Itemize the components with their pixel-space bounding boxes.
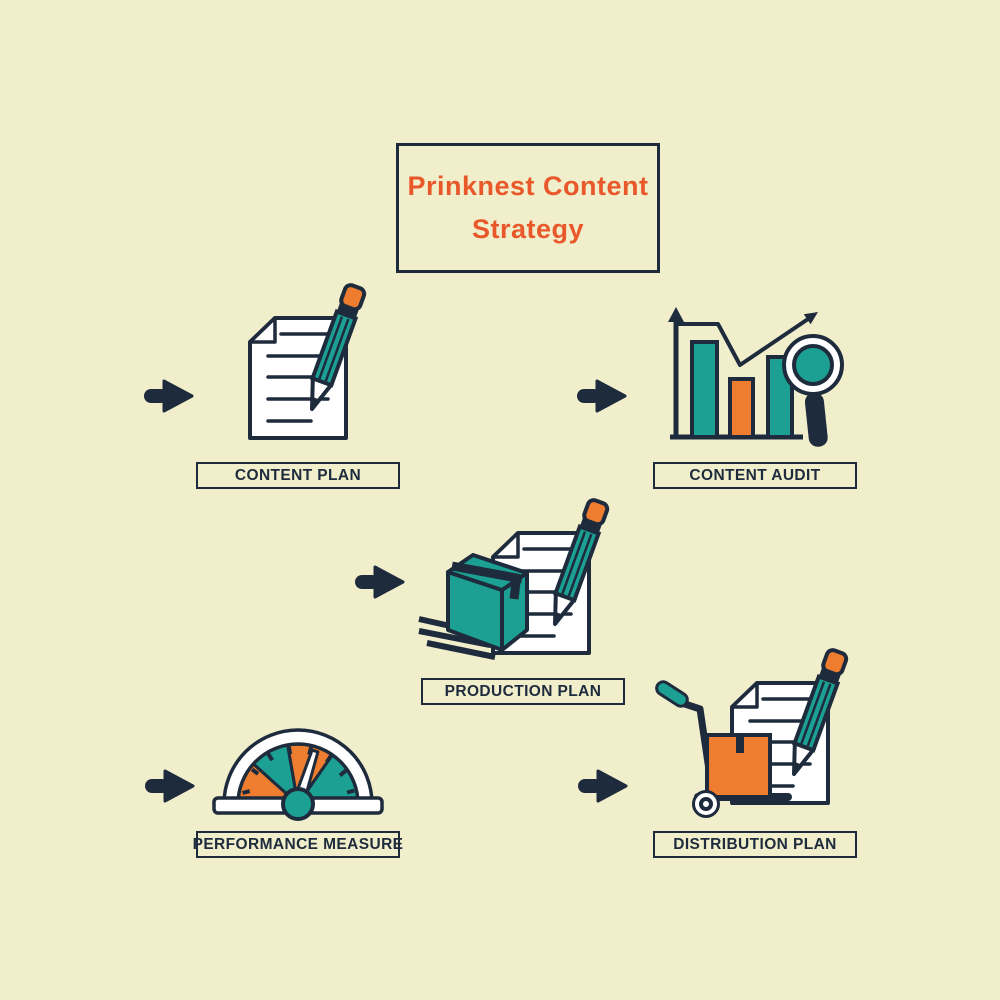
title-line-2: Strategy [471, 214, 585, 244]
arrow-right-icon [577, 379, 627, 413]
step-label-content-audit: CONTENT AUDIT [653, 462, 857, 489]
step-label-performance-measure: PERFORMANCE MEASURE [193, 831, 403, 858]
step-label-production-plan: PRODUCTION PLAN [421, 678, 625, 705]
speedometer-gauge-icon [212, 728, 384, 821]
step-label-text: CONTENT AUDIT [689, 466, 821, 484]
arrow-right-icon [144, 379, 194, 413]
hand-truck-box-document-icon [655, 648, 849, 818]
title-line-1: Prinknest Content [407, 171, 649, 201]
step-label-distribution-plan: DISTRIBUTION PLAN [653, 831, 857, 858]
step-label-text: CONTENT PLAN [234, 466, 362, 484]
arrow-right-icon [145, 769, 195, 803]
step-label-text: PRODUCTION PLAN [444, 682, 602, 700]
arrow-right-icon [578, 769, 628, 803]
step-label-content-plan: CONTENT PLAN [196, 462, 400, 489]
step-label-text: DISTRIBUTION PLAN [673, 835, 837, 853]
document-pencil-icon [248, 283, 367, 440]
bar-chart-magnifier-icon [668, 307, 844, 447]
arrow-right-icon [355, 565, 405, 599]
title-box: Prinknest Content Strategy [396, 143, 660, 273]
step-label-text: PERFORMANCE MEASURE [192, 835, 404, 853]
package-box-document-pencil-icon [418, 498, 610, 660]
